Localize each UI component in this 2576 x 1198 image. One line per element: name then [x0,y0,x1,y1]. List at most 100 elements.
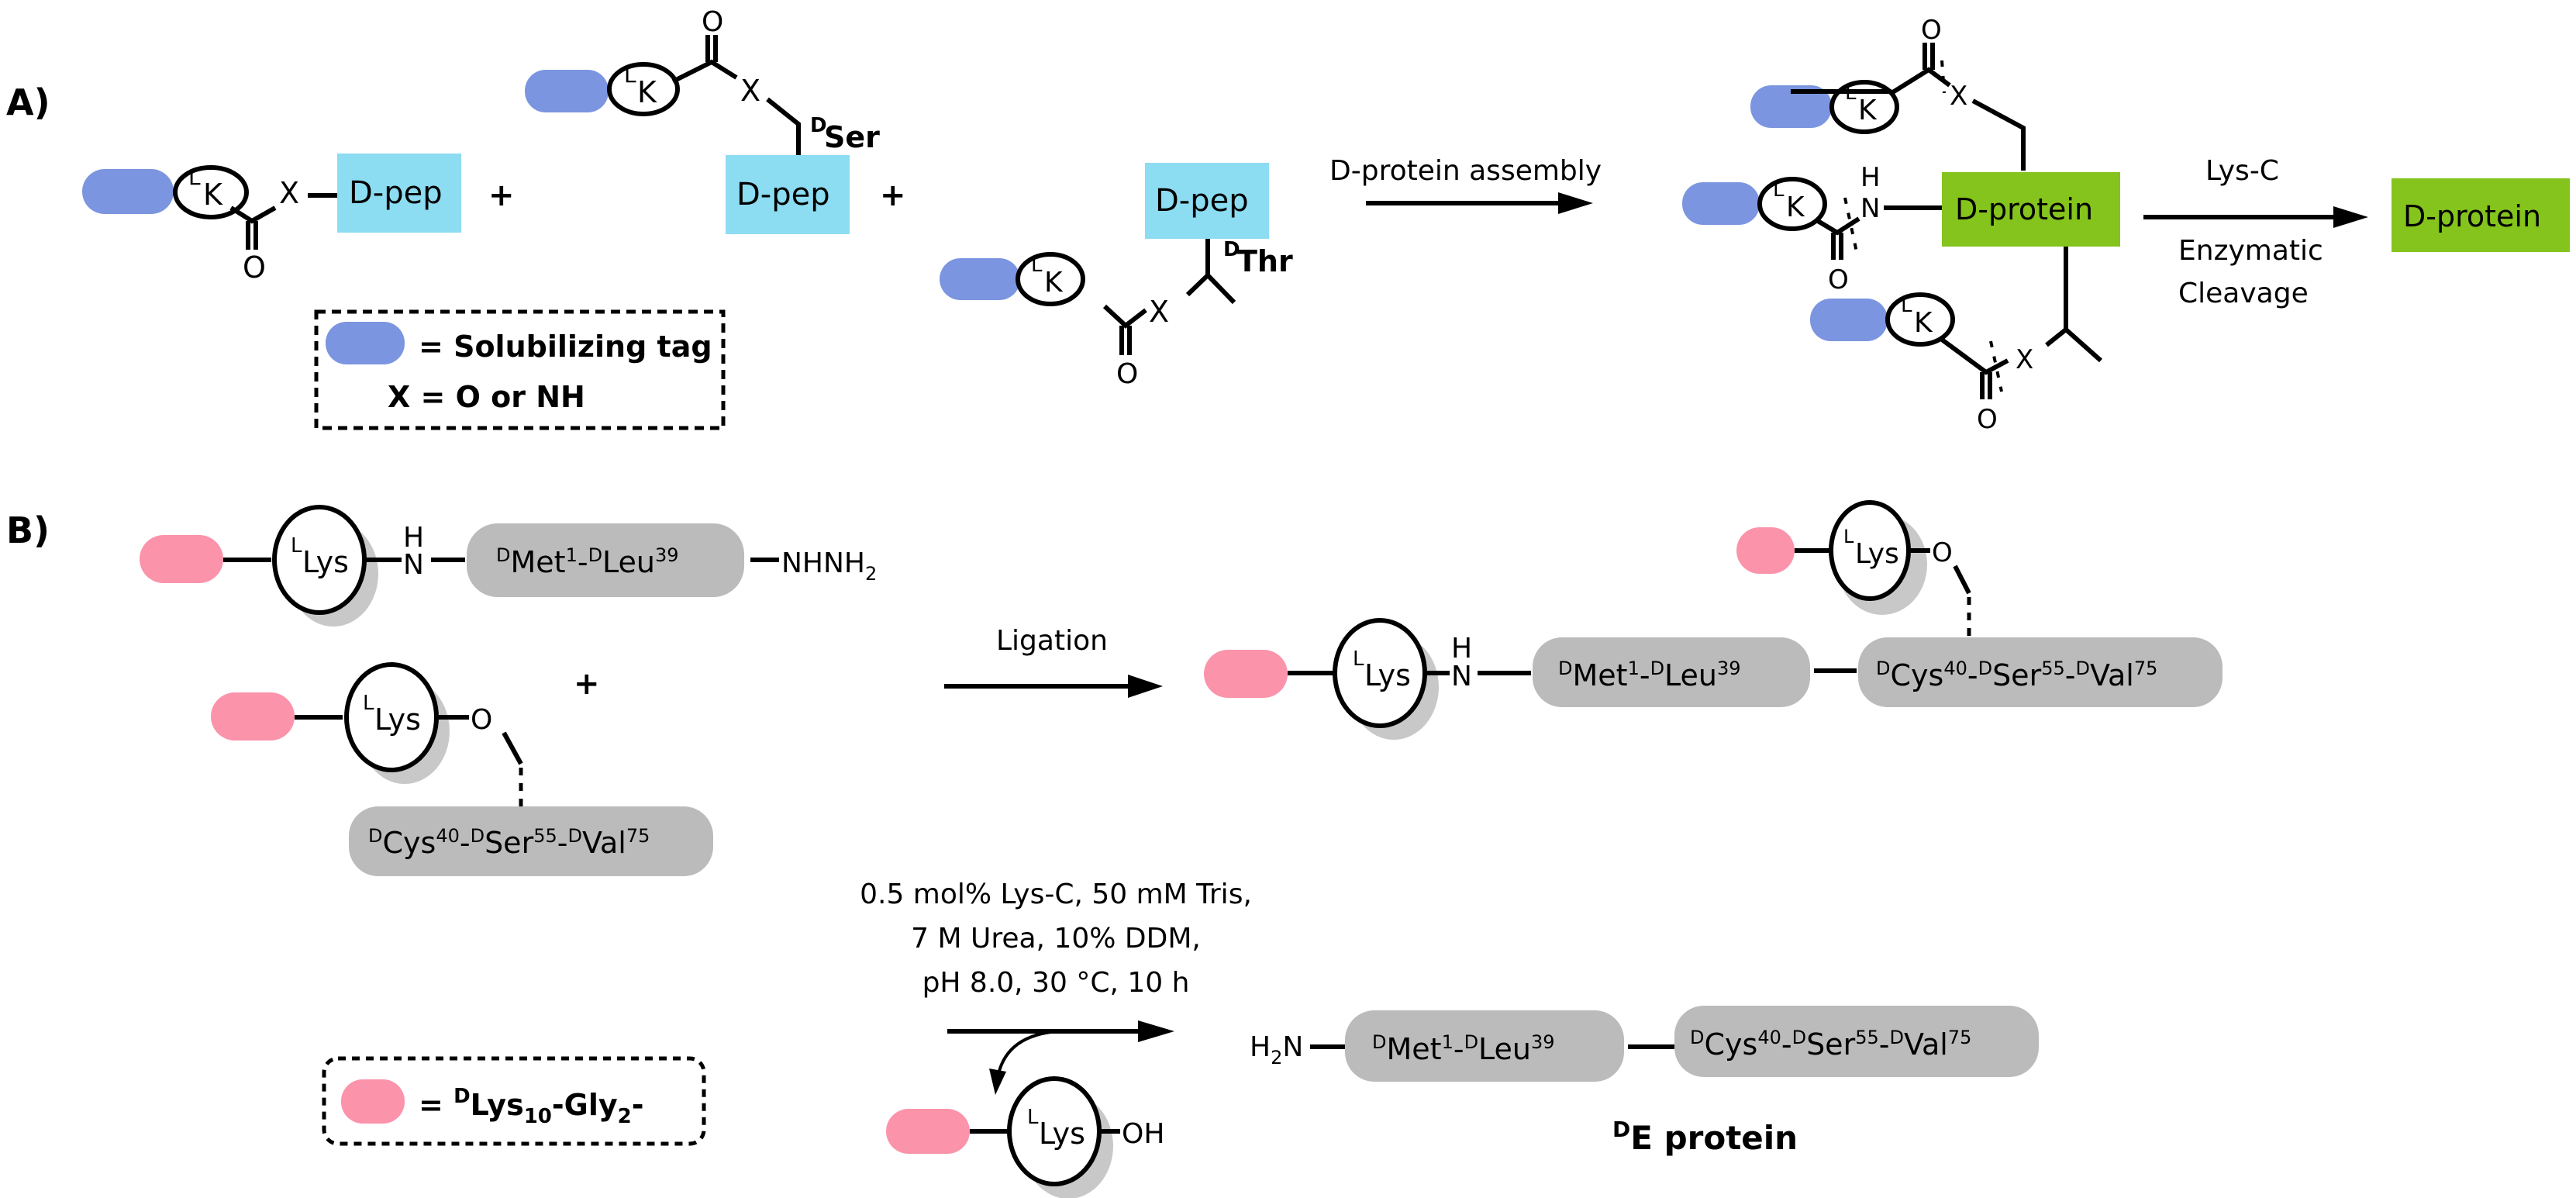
solubilizing-tag [525,70,609,112]
lys-gly-tag [140,535,223,583]
panel-b-label: B) [6,509,50,551]
ring-sup: L [1843,526,1854,547]
carbonyl-o: O [1977,404,1998,435]
double-bond [246,221,258,250]
double-bond [705,35,718,62]
fragment-1: L Lys H N DMet1-DLeu39 NHNH2 [140,505,877,627]
hydrazide-end: NHNH2 [781,547,877,585]
ring-label: Lys [374,703,421,737]
segment-met-leu-label: DMet1-DLeu39 [1372,1031,1555,1066]
segment-cys-ser-val-label: DCys40-DSer55-DVal75 [1690,1027,1971,1062]
carbonyl-o: O [702,6,723,38]
lysine-ring [1829,80,1899,134]
nh-n: N [403,549,424,581]
segment-met-leu-box [1533,637,1810,707]
legend-x-text: X = O or NH [388,380,585,414]
ring-label: K [1914,307,1933,339]
carbonyl-o: O [243,250,266,285]
nh-n: N [1860,193,1880,224]
double-bond [1980,372,1992,399]
segment-cys-ser-val-box [349,806,713,876]
hydroxyl-end: OH [1122,1118,1164,1150]
bond [1890,67,1951,95]
solubilizing-tag [1810,299,1888,341]
segment-cys-ser-val-box [1858,637,2223,707]
ring-sup: L [1353,647,1364,671]
arrow-label-assembly: D-protein assembly [1329,155,1602,187]
legend-tag-text: = Solubilizing tag [419,330,712,364]
x-atom: X [1149,295,1169,329]
ring-sup: L [188,164,201,190]
plus-sign: + [574,666,600,702]
ring-label: Lys [1039,1117,1085,1151]
lysine-ring [1885,292,1955,347]
condition-line-1: 0.5 mol% Lys-C, 50 mM Tris, [860,879,1252,910]
segment-met-leu-label: DMet1-DLeu39 [1558,658,1741,692]
reactant-3: D-pep D Thr X O L K [940,163,1293,390]
double-bond [1831,233,1843,260]
d-pep-label: D-pep [1155,183,1249,219]
segment-cys-ser-val-box [1674,1006,2039,1077]
lysine-ring [173,165,249,219]
ring-label: K [1858,95,1878,126]
residue-label: Thr [1237,244,1293,278]
segment-met-leu-label: DMet1-DLeu39 [496,544,679,579]
assembled-intermediate: L K O X L K O H N D-protein [1682,15,2120,435]
d-pep-box [337,154,461,233]
cleavage-arrow [947,1020,1174,1095]
reaction-arrow [2143,206,2368,228]
reactant-1: L K O X D-pep [82,154,461,285]
fragment-2: L Lys O DCys40-DSer55-DVal75 [211,662,713,876]
carbonyl-o: O [1828,264,1849,295]
carbonyl-o: O [1921,15,1942,46]
ring-label: Lys [1364,658,1411,692]
bond [1185,239,1236,305]
residue-sup: D [810,114,827,137]
residue-sup: D [1223,238,1240,261]
panel-a: A) L K O X D-pep + L K O X D [6,6,2570,435]
ring-sup: L [363,692,374,715]
segment-met-leu-box [467,523,744,597]
carbonyl-o: O [1116,358,1138,390]
lysine-ring [1757,177,1827,231]
residue-label: Ser [824,120,880,154]
ring-sup: L [1027,1106,1039,1129]
x-atom: X [279,176,299,210]
ring-label: K [1044,267,1064,299]
bond [671,59,738,84]
legend-b: = DLys10-Gly2- [322,1056,706,1146]
solubilizing-tag-swatch [326,322,405,364]
bond [502,731,523,765]
ring-label: K [203,178,223,212]
byproduct: L Lys OH [886,1076,1164,1198]
lysine-ring [607,62,680,116]
solubilizing-tag [82,169,174,214]
cleavage-mark [1940,60,1946,94]
x-atom: X [2016,344,2033,375]
lys-gly-tag [886,1109,970,1154]
legend-a: = Solubilizing tag X = O or NH [314,309,726,430]
condition-line-3: pH 8.0, 30 °C, 10 h [922,967,1190,999]
bond [1971,98,2026,171]
bond [1102,304,1147,329]
d-pep-label: D-pep [349,175,443,211]
legend-border [322,1056,706,1146]
nh-h: H [403,522,424,554]
x-atom: X [740,74,760,108]
lys-gly-tag-swatch [341,1079,405,1124]
bond [1940,337,2009,375]
ester-o: O [471,704,492,736]
ring-label: K [1786,192,1805,223]
ring-label: Lys [302,545,349,579]
ring-label: Lys [1855,538,1899,570]
product-d-protein-box [2392,178,2570,252]
ring-sup: L [291,534,302,558]
plus-sign: + [488,178,515,213]
arrow-label-enzymatic: Enzymatic [2178,235,2323,267]
arrow-label-cleavage: Cleavage [2178,278,2309,309]
d-pep-box [726,155,850,234]
bond [2045,247,2102,363]
product-d-protein-label: D-protein [2403,199,2541,233]
panel-b: B) L Lys H N DMet1-DLeu39 NHNH2 + [6,500,2223,1198]
nh-h: H [1451,633,1472,665]
